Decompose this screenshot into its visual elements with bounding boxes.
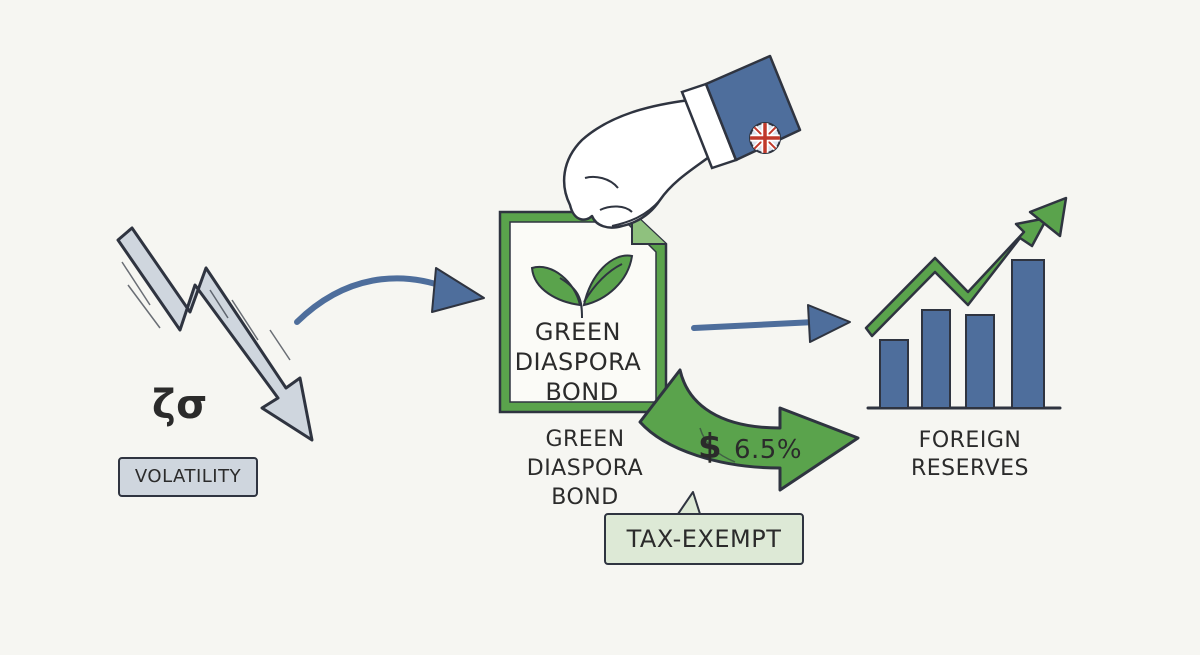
bond-caption-line: GREEN: [545, 427, 625, 452]
yield-rate: 6.5%: [734, 435, 802, 465]
bond-caption: GREEN DIASPORA BOND: [505, 425, 665, 512]
hand-holding-document-icon: [562, 54, 802, 229]
bond-title-line: BOND: [545, 378, 618, 406]
bond-caption-line: DIASPORA: [526, 456, 644, 481]
bond-caption-line: BOND: [551, 485, 619, 510]
leaf-document-icon: [530, 254, 634, 319]
reserves-caption-line: FOREIGN: [918, 428, 1022, 453]
volatility-symbol: ζσ: [152, 382, 208, 428]
volatility-label: VOLATILITY: [118, 457, 258, 497]
bond-title-line: DIASPORA: [515, 348, 642, 376]
foreign-reserves-caption: FOREIGN RESERVES: [885, 427, 1055, 483]
flow-arrow-to-reserves: [691, 304, 851, 343]
flow-arrow-to-bond: [294, 267, 485, 325]
reserves-caption-line: RESERVES: [910, 456, 1030, 481]
yield-arrow: [638, 368, 860, 492]
bond-document-title: GREEN DIASPORA BOND: [515, 318, 650, 406]
tax-exempt-label: TAX-EXEMPT: [604, 513, 804, 565]
yield-currency: $: [698, 427, 722, 467]
falling-zigzag-arrow-icon: [116, 226, 314, 442]
tax-callout-pointer: [677, 491, 701, 515]
bond-title-line: GREEN: [535, 318, 621, 346]
union-jack-cufflink-icon: [749, 122, 781, 154]
rising-bar-chart-icon: [864, 196, 1068, 410]
